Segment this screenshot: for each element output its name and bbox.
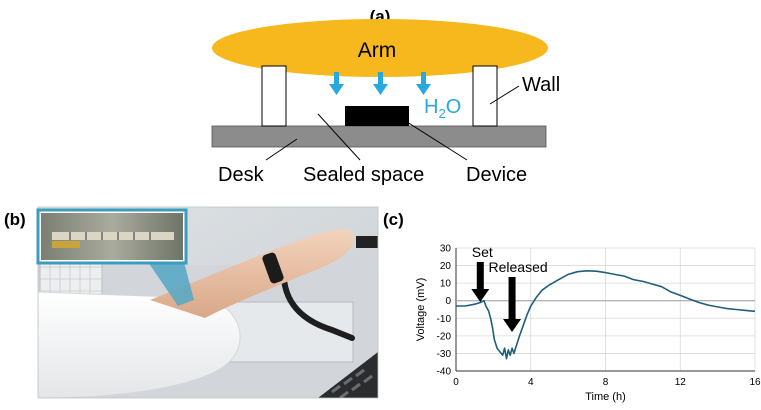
voltage-series-line: [456, 270, 756, 360]
arm-label: Arm: [358, 39, 397, 62]
device-leader-line: [406, 121, 468, 161]
water-label: H2O: [424, 96, 461, 121]
x-axis-label: Time (h): [585, 391, 626, 403]
sealed-space-leader-line: [317, 113, 361, 161]
photo-cable-plug: [356, 236, 378, 248]
desk-shape: [211, 125, 547, 148]
x-tick-label: 0: [453, 377, 459, 388]
released-arrow-head: [503, 319, 522, 332]
desk-leader-line: [265, 138, 298, 161]
desk-label: Desk: [218, 164, 265, 186]
sealed-space-label: Sealed space: [303, 164, 424, 186]
y-tick-label: 0: [445, 296, 451, 307]
x-tick-label: 4: [528, 377, 534, 388]
y-tick-label: 30: [440, 244, 452, 255]
y-tick-label: 10: [440, 279, 452, 290]
water-arrow-3: [416, 72, 431, 95]
set-label: Set: [472, 244, 493, 260]
wall-label: Wall: [522, 74, 560, 96]
released-arrow-shaft: [508, 277, 516, 320]
photo-arm: [150, 229, 354, 318]
panel-b-label: (b): [4, 210, 26, 229]
inset-device-ticks: [69, 232, 151, 240]
y-tick-label: -40: [437, 367, 452, 378]
water-label-o: O: [446, 96, 462, 118]
device-shape: [345, 106, 409, 126]
water-label-sub: 2: [438, 106, 445, 121]
panel-a-schematic: (a) Arm H2O Wall Desk Sealed space Devic…: [211, 7, 560, 186]
wall-leader-line: [489, 85, 520, 105]
device-label: Device: [466, 164, 527, 186]
photo-watch-band: [262, 252, 284, 284]
x-tick-label: 12: [675, 377, 687, 388]
set-arrow-shaft: [476, 262, 484, 290]
x-tick-label: 16: [749, 377, 761, 388]
inset-device-strip: [52, 232, 174, 240]
panel-b-photo: (b): [4, 206, 379, 399]
y-tick-label: -20: [437, 331, 452, 342]
panel-c-label: (c): [383, 210, 404, 229]
set-arrow-head: [471, 289, 490, 302]
released-label: Released: [488, 259, 547, 275]
inset-callout-wedge: [148, 262, 194, 306]
wall-right: [472, 65, 498, 127]
chart-axes: [455, 248, 755, 372]
x-tick-label: 8: [603, 377, 609, 388]
water-label-h: H: [424, 96, 438, 118]
photo-frame: [37, 206, 379, 399]
arm-shape: [212, 19, 548, 77]
y-tick-label: -30: [437, 349, 452, 360]
inset-device-electrode: [52, 241, 80, 248]
photo-keyboard: [318, 352, 378, 398]
photo-basket-grid: [40, 255, 102, 303]
wall-left: [261, 65, 287, 127]
y-axis-label: Voltage (mV): [415, 278, 427, 342]
water-arrow-1: [329, 72, 344, 95]
water-arrow-2: [373, 72, 388, 95]
y-tick-label: -10: [437, 314, 452, 325]
y-tick-label: 20: [440, 261, 452, 272]
